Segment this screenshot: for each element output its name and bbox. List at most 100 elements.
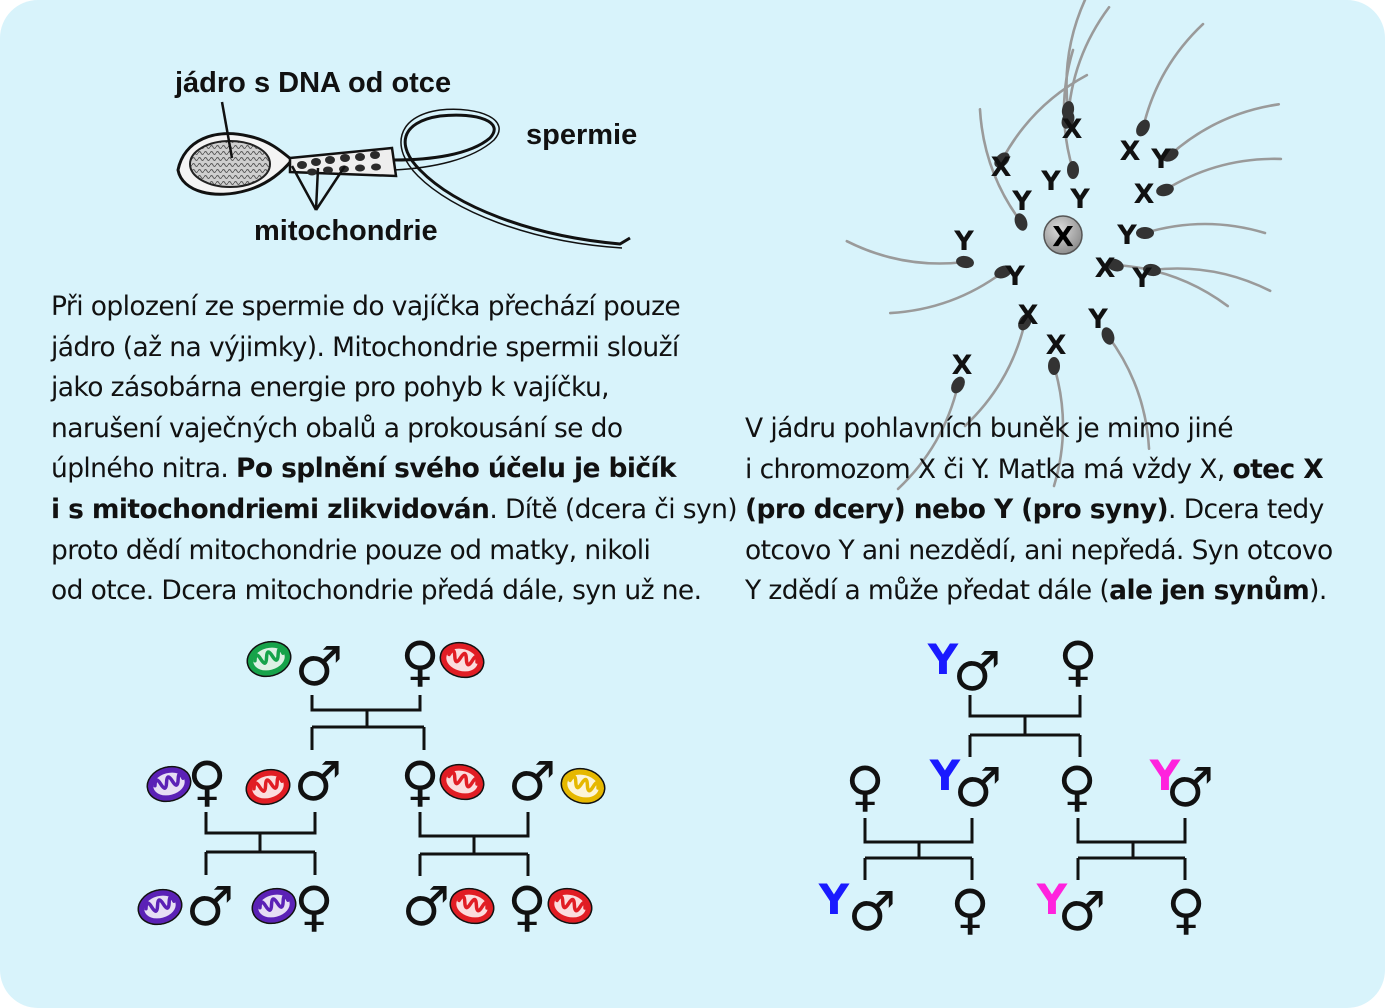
sperm-flagellum-inner bbox=[393, 108, 623, 249]
sperm-tail bbox=[1113, 263, 1230, 308]
text-segment: jako zásobárna energie pro pohyb k vajíč… bbox=[51, 372, 610, 404]
y-chromosome-magenta: Y bbox=[1036, 875, 1068, 924]
paragraph-line: Při oplození ze spermie do vajíčka přech… bbox=[51, 287, 737, 328]
nucleus-label: jádro s DNA od otce bbox=[175, 67, 452, 99]
sperm-head bbox=[1161, 148, 1179, 162]
text-segment: proto dědí mitochondrie pouze od matky, … bbox=[51, 534, 651, 566]
sperm-midpiece bbox=[288, 146, 398, 178]
sperm-label: spermie bbox=[526, 119, 638, 151]
female-symbol-icon: ♀ bbox=[400, 750, 440, 813]
y-pedigree: ♂Y♀♀♂Y♀♂Y♂Y♀♂Y♀ bbox=[818, 630, 1214, 943]
paragraph-line: jako zásobárna energie pro pohyb k vajíč… bbox=[51, 368, 737, 409]
text-segment: i chromozom X či Y. Matka má vždy X, bbox=[745, 453, 1233, 485]
male-symbol-icon: ♂ bbox=[1058, 880, 1106, 943]
sperm-tail bbox=[888, 270, 1005, 315]
paragraph-line: od otce. Dcera mitochondrie předá dále, … bbox=[51, 571, 737, 612]
bold-text: otec X bbox=[1232, 453, 1324, 485]
sperm-tail bbox=[1150, 267, 1272, 293]
sperm-heads bbox=[951, 101, 1179, 394]
text-segment: narušení vaječných obalů a prokousání se… bbox=[51, 412, 623, 444]
text-segment: Y zdědí a může předat dále ( bbox=[745, 575, 1110, 607]
left-paragraph: Při oplození ze spermie do vajíčka přech… bbox=[51, 287, 738, 612]
text-segment: ). bbox=[1309, 575, 1327, 607]
mitochondria-label: mitochondrie bbox=[254, 215, 438, 247]
male-symbol-icon: ♂ bbox=[1166, 756, 1214, 819]
text-segment: . Dcera tedy bbox=[1168, 494, 1324, 526]
female-symbol-icon: ♀ bbox=[294, 875, 334, 938]
male-symbol-icon: ♂ bbox=[402, 875, 450, 938]
sperm-chromosome-x: X bbox=[991, 152, 1012, 183]
sperm-head bbox=[1101, 327, 1115, 345]
egg-chromosome-x: X bbox=[1052, 220, 1074, 253]
sperm-tail bbox=[1163, 157, 1283, 192]
paragraph-line: úplného nitra. Po splnění svého účelu je… bbox=[51, 449, 737, 490]
sperm-tail bbox=[1065, 0, 1087, 112]
paragraph-line: i s mitochondriemi zlikvidován. Dítě (dc… bbox=[51, 490, 738, 531]
text-segment: jádro (až na výjimky). Mitochondrie sper… bbox=[51, 331, 679, 363]
sperm-tails bbox=[845, 0, 1283, 491]
female-symbol-icon: ♀ bbox=[1058, 630, 1098, 693]
paragraph-line: V jádru pohlavních buněk je mimo jiné bbox=[745, 409, 1333, 450]
sperm-chromosome-y: Y bbox=[1150, 144, 1171, 175]
sperm-tail bbox=[1052, 364, 1065, 488]
sperm-tail bbox=[1066, 5, 1111, 122]
bold-text: Po splnění svého účelu je bičík bbox=[236, 453, 676, 485]
paragraph-line: i chromozom X či Y. Matka má vždy X, ote… bbox=[745, 450, 1333, 491]
bold-text: (pro dcery) nebo Y (pro syny) bbox=[745, 494, 1169, 526]
sperm-head bbox=[1143, 263, 1161, 277]
text-segment: otcovo Y ani nezdědí, ani nepředá. Syn o… bbox=[745, 534, 1333, 566]
sperm-head bbox=[1156, 183, 1174, 197]
y-chromosome-magenta: Y bbox=[1149, 751, 1181, 800]
male-symbol-icon: ♂ bbox=[186, 875, 234, 938]
sperm-head bbox=[1048, 357, 1060, 375]
paragraph-line: Y zdědí a může předat dále (ale jen synů… bbox=[745, 571, 1333, 612]
sperm-tail bbox=[845, 239, 967, 265]
paragraph-line: otcovo Y ani nezdědí, ani nepředá. Syn o… bbox=[745, 531, 1333, 572]
female-symbol-icon: ♀ bbox=[187, 750, 227, 813]
female-symbol-icon: ♀ bbox=[507, 875, 547, 938]
sperm-chromosome-x: X bbox=[1095, 253, 1116, 284]
sperm-chromosome-x: X bbox=[952, 350, 973, 381]
sperm-tail bbox=[1000, 73, 1089, 162]
mitochondria-pointer-2 bbox=[314, 167, 320, 211]
mitochondria-pointer-1 bbox=[290, 165, 318, 211]
sperm-chromosome-y: Y bbox=[1069, 184, 1090, 215]
paragraph-line: proto dědí mitochondrie pouze od matky, … bbox=[51, 531, 737, 572]
sperm-head bbox=[956, 255, 974, 269]
right-paragraph: V jádru pohlavních buněk je mimo jiné i c… bbox=[745, 409, 1333, 612]
sperm-chromosome-y: Y bbox=[953, 226, 974, 257]
sperm-head bbox=[1061, 101, 1075, 119]
sperm-chromosome-y: Y bbox=[1131, 263, 1152, 294]
mitochondrion-icon bbox=[246, 640, 292, 678]
bold-text: ale jen synům bbox=[1109, 575, 1310, 607]
female-symbol-icon: ♀ bbox=[950, 878, 990, 941]
mitochondrion-icon bbox=[245, 768, 291, 806]
sperm-tail bbox=[1143, 222, 1267, 235]
sperm-chromosome-y: Y bbox=[1011, 186, 1032, 217]
mitochondrion-icon bbox=[137, 888, 183, 926]
mitochondrion-icon bbox=[449, 887, 495, 925]
male-symbol-icon: ♂ bbox=[953, 640, 1001, 703]
mitochondrion-icon bbox=[146, 765, 192, 803]
y-chromosome-blue: Y bbox=[929, 751, 961, 800]
mito-pedigree: ♂♀♀♂♀♂♂♀♂♀ bbox=[137, 630, 606, 938]
y-chromosome-blue: Y bbox=[927, 635, 959, 684]
female-symbol-icon: ♀ bbox=[845, 755, 885, 818]
sperm-tail bbox=[896, 383, 960, 491]
sperm-chromosome-y: Y bbox=[1087, 304, 1108, 335]
pedigree-line bbox=[204, 812, 317, 835]
male-symbol-icon: ♂ bbox=[848, 880, 896, 943]
sperm-tail bbox=[1141, 22, 1205, 130]
sperm-head bbox=[1014, 213, 1028, 231]
mitochondrion-icon bbox=[251, 887, 297, 925]
mitochondrion-icon bbox=[547, 887, 593, 925]
sperm-head bbox=[1136, 227, 1154, 239]
mitochondria-pointer-3 bbox=[314, 165, 347, 211]
male-symbol-icon: ♂ bbox=[508, 750, 556, 813]
sperm-chromosome-y: Y bbox=[1004, 261, 1025, 292]
mitochondrion-icon bbox=[439, 641, 485, 679]
text-segment: V jádru pohlavních buněk je mimo jiné bbox=[745, 413, 1234, 444]
male-symbol-icon: ♂ bbox=[295, 635, 343, 698]
